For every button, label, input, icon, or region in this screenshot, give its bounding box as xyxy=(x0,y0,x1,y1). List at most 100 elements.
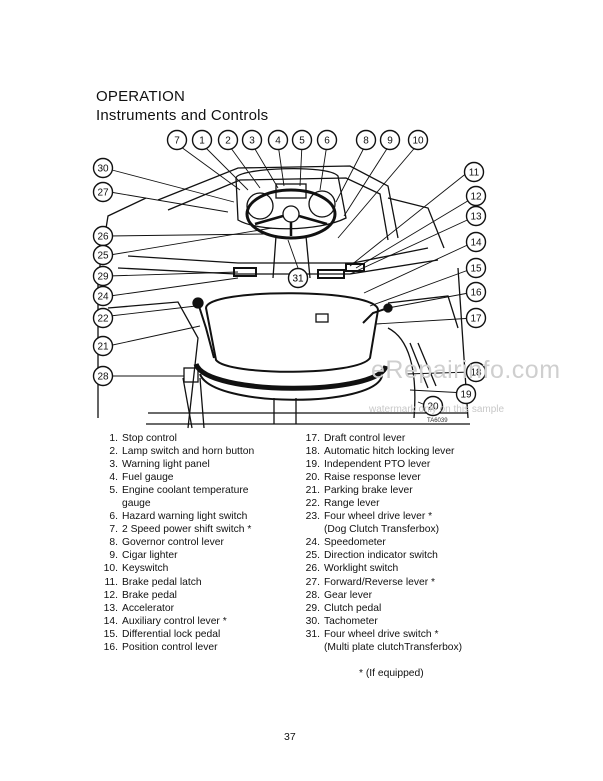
legend-item-number: 1. xyxy=(109,433,118,444)
callout-circle xyxy=(241,129,263,151)
legend-item-number: 27. xyxy=(305,576,320,588)
legend-item-label: Auxiliary control lever * xyxy=(122,615,227,627)
callout-number: 30 xyxy=(97,164,109,175)
legend-item-label: Speedometer xyxy=(324,537,386,549)
callout-circle xyxy=(465,307,487,329)
legend-item-label: Cigar lighter xyxy=(122,550,178,562)
legend-item-number: 25. xyxy=(305,550,320,562)
callout-circle xyxy=(166,129,188,151)
legend-item: 14. Auxiliary control lever * xyxy=(98,615,254,628)
legend-item-number: 28. xyxy=(305,589,320,601)
legend-item-number: 17. xyxy=(305,433,320,444)
callout-circle xyxy=(92,265,114,287)
callout-number: 19 xyxy=(460,390,472,401)
callout-9: 9 xyxy=(379,129,401,151)
legend-item: 20.Raise response lever xyxy=(300,471,462,484)
legend-item-number: 12. xyxy=(103,589,118,601)
legend-item-number: 15. xyxy=(103,628,118,640)
legend-item-number: 14. xyxy=(103,615,118,627)
legend-item-label: Direction indicator switch xyxy=(324,550,438,562)
callout-26: 26 xyxy=(92,225,114,247)
callout-number: 17 xyxy=(470,314,482,325)
callout-circle xyxy=(463,161,485,183)
callout-number: 1 xyxy=(199,136,205,147)
callout-circle xyxy=(217,129,239,151)
callout-circle xyxy=(465,257,487,279)
callout-13: 13 xyxy=(465,205,487,227)
callout-3: 3 xyxy=(241,129,263,151)
legend-item: 10. Keyswitch xyxy=(98,562,254,575)
legend-item-number: 21. xyxy=(305,485,320,497)
legend-item-number: 6. xyxy=(109,511,118,523)
callout-number: 2 xyxy=(225,136,231,147)
legend-item-label: Brake pedal xyxy=(122,589,177,601)
callout-7: 7 xyxy=(166,129,188,151)
legend-item: 31.Four wheel drive switch * xyxy=(300,628,462,641)
legend-item: 27.Forward/Reverse lever * xyxy=(300,576,462,589)
callout-number: 6 xyxy=(324,136,330,147)
callout-number: 14 xyxy=(470,238,482,249)
callout-15: 15 xyxy=(465,257,487,279)
legend-item-label: Stop control xyxy=(122,433,177,444)
legend-item: 17. Draft control lever xyxy=(300,432,462,445)
callout-24: 24 xyxy=(92,285,114,307)
legend-item-label: Draft control lever xyxy=(324,433,406,444)
legend-item-number: 3. xyxy=(109,459,118,471)
legend-item: 23.Four wheel drive lever * xyxy=(300,510,462,523)
legend-item-number: 7. xyxy=(109,524,118,536)
callout-circle xyxy=(422,395,444,417)
callout-6: 6 xyxy=(316,129,338,151)
cab-line-drawing xyxy=(97,165,470,429)
legend-item: 1. Stop control xyxy=(98,432,254,445)
legend-item-number: 11. xyxy=(104,576,118,588)
legend-item-number: 29. xyxy=(305,602,320,614)
legend-item-number: 16. xyxy=(103,641,118,653)
callout-circle xyxy=(92,365,114,387)
legend-item-label: Clutch pedal xyxy=(324,602,382,614)
callout-12: 12 xyxy=(465,185,487,207)
callout-number: 10 xyxy=(412,136,424,147)
legend-item: (Dog Clutch Transferbox) xyxy=(300,523,462,536)
legend-item-number: 10. xyxy=(103,563,118,575)
page-number: 37 xyxy=(284,731,296,743)
callout-20: 20 xyxy=(422,395,444,417)
callout-circle xyxy=(465,361,487,383)
callout-circle xyxy=(465,281,487,303)
legend-item-number: 19. xyxy=(305,459,320,471)
callout-18: 18 xyxy=(465,361,487,383)
legend-item-number: 2. xyxy=(109,446,118,458)
callout-number: 28 xyxy=(97,372,109,383)
callout-number: 22 xyxy=(97,314,109,325)
equipped-note: * (If equipped) xyxy=(359,668,424,679)
legend-item-label: Tachometer xyxy=(324,615,378,627)
legend-item: 26.Worklight switch xyxy=(300,562,462,575)
callout-22: 22 xyxy=(92,307,114,329)
callout-circle xyxy=(92,285,114,307)
callout-number: 24 xyxy=(97,292,109,303)
legend-item-label: Brake pedal latch xyxy=(122,576,202,588)
callout-1: 1 xyxy=(191,129,213,151)
legend-item-label: Independent PTO lever xyxy=(324,459,431,471)
legend-item: 22.Range lever xyxy=(300,497,462,510)
callout-circle xyxy=(379,129,401,151)
section-title: OPERATION xyxy=(96,88,186,105)
legend-item: 18.Automatic hitch locking lever xyxy=(300,445,462,458)
legend-item-number: 26. xyxy=(305,563,320,575)
legend-item: 9.Cigar lighter xyxy=(98,549,254,562)
legend-item-label: Fuel gauge xyxy=(122,472,174,484)
legend-item-label: Keyswitch xyxy=(122,563,169,575)
callout-5: 5 xyxy=(291,129,313,151)
callout-16: 16 xyxy=(465,281,487,303)
legend-item-number: 30. xyxy=(305,615,320,627)
legend-item: 11. Brake pedal latch xyxy=(98,576,254,589)
callout-number: 13 xyxy=(470,212,482,223)
legend-item-number: 5. xyxy=(109,485,118,497)
legend-item-label: Accelerator xyxy=(122,602,175,614)
callout-number: 9 xyxy=(387,136,393,147)
callout-8: 8 xyxy=(355,129,377,151)
callout-27: 27 xyxy=(92,181,114,203)
legend-item-number: 22. xyxy=(305,498,320,510)
callout-number: 8 xyxy=(363,136,369,147)
